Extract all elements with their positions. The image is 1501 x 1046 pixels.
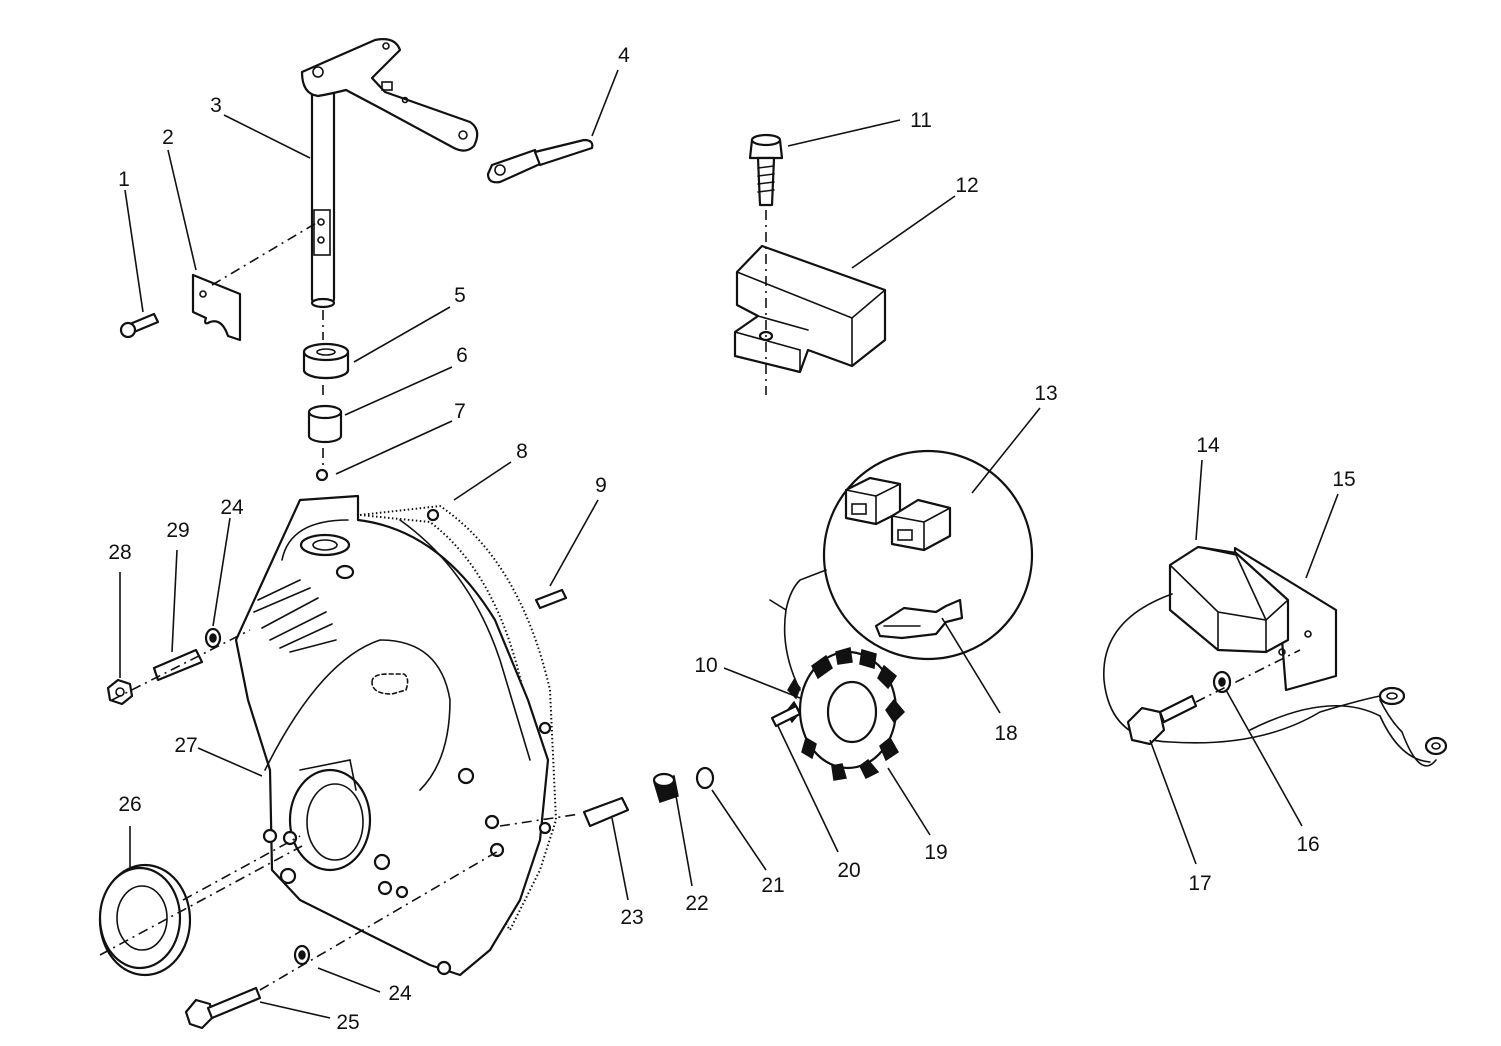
plug-22 — [652, 772, 679, 803]
callout-25: 25 — [336, 1011, 359, 1034]
callout-2: 2 — [162, 126, 174, 149]
callout-11: 11 — [910, 109, 932, 132]
stator-19 — [769, 569, 906, 781]
callout-20: 20 — [837, 859, 860, 882]
connector-13a — [844, 476, 902, 526]
callout-9: 9 — [595, 474, 607, 497]
spacer-5 — [302, 342, 350, 380]
nut-28 — [106, 678, 134, 706]
callout-labels: 1 2 3 4 5 6 7 8 9 10 11 12 13 14 15 16 1… — [108, 44, 1355, 1034]
callout-23: 23 — [620, 906, 643, 929]
governor-shaft — [310, 76, 336, 309]
terminal-18 — [874, 598, 964, 640]
callout-5: 5 — [454, 284, 466, 307]
rectifier-12 — [733, 244, 887, 374]
callout-18: 18 — [994, 722, 1017, 745]
bolt-25 — [184, 986, 262, 1030]
callout-24-lower: 24 — [388, 982, 412, 1005]
callout-24-upper: 24 — [220, 496, 244, 519]
stud-23 — [582, 796, 630, 828]
callout-13: 13 — [1034, 382, 1057, 405]
ring-21 — [695, 766, 715, 790]
callout-19: 19 — [924, 841, 947, 864]
callout-7: 7 — [454, 400, 466, 423]
callout-26: 26 — [118, 793, 141, 816]
callout-27: 27 — [174, 734, 197, 757]
connector-13b — [890, 498, 952, 552]
stud-29 — [152, 648, 204, 682]
callout-28: 28 — [108, 541, 131, 564]
callout-12: 12 — [955, 174, 978, 197]
screw-1 — [119, 312, 160, 339]
callout-15: 15 — [1332, 468, 1355, 491]
retainer-plate — [191, 273, 242, 342]
gear-cover-housing — [234, 494, 552, 977]
callout-29: 29 — [166, 519, 189, 542]
washer-24-upper — [204, 627, 222, 649]
bushing-6 — [307, 404, 343, 444]
bolt-17 — [1126, 694, 1198, 746]
callout-6: 6 — [456, 344, 468, 367]
callout-10: 10 — [694, 654, 717, 677]
callout-21: 21 — [761, 874, 784, 897]
oil-seal-26 — [98, 863, 192, 977]
gasket-8 — [359, 504, 558, 932]
washer-16 — [1212, 670, 1232, 694]
washer-24-lower — [293, 944, 311, 966]
regulator-wires — [1103, 593, 1448, 767]
voltage-regulator-14 — [1168, 545, 1290, 654]
dowel-pin-9 — [534, 588, 568, 610]
callout-3: 3 — [210, 94, 222, 117]
callout-17: 17 — [1188, 872, 1211, 895]
governor-arm — [300, 38, 479, 152]
bolt-11 — [748, 133, 784, 207]
callout-14: 14 — [1196, 434, 1220, 457]
callout-1: 1 — [118, 168, 130, 191]
leader-lines — [119, 69, 1339, 1019]
governor-link-fitting — [486, 138, 594, 184]
callout-16: 16 — [1296, 833, 1319, 856]
screw-20 — [770, 704, 802, 728]
callout-8: 8 — [516, 440, 528, 463]
callout-4: 4 — [618, 44, 630, 67]
callout-22: 22 — [685, 892, 708, 915]
ball-7 — [315, 468, 329, 482]
